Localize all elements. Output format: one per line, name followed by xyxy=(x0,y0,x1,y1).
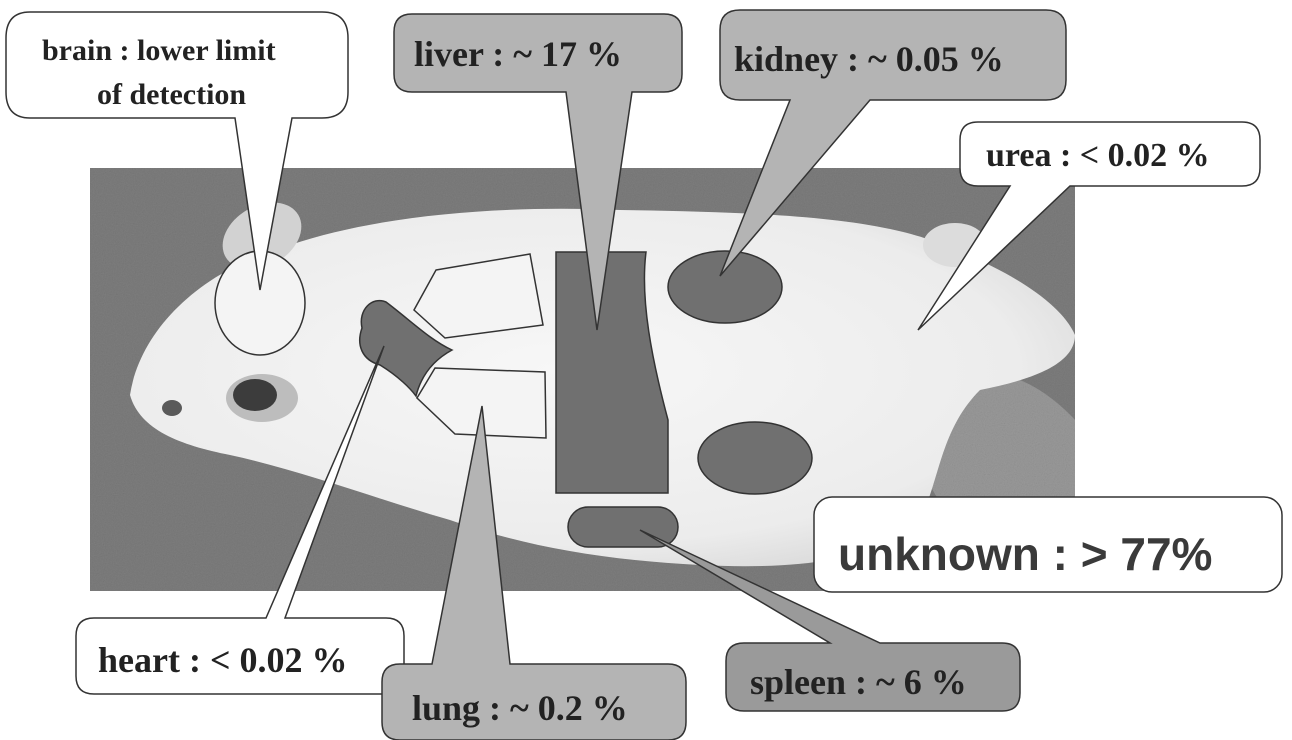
kidney-lower-region xyxy=(698,422,812,494)
heart-label: heart : < 0.02 % xyxy=(98,640,347,680)
unknown-label: unknown : > 77% xyxy=(838,528,1212,580)
mouse-nose xyxy=(162,400,182,416)
brain-label-line2: of detection xyxy=(97,78,246,111)
brain-label-line1: brain : lower limit xyxy=(42,34,276,67)
liver-label: liver : ~ 17 % xyxy=(414,34,622,74)
spleen-label: spleen : ~ 6 % xyxy=(750,662,967,702)
callout-unknown: unknown : > 77% xyxy=(814,497,1282,592)
lung-label: lung : ~ 0.2 % xyxy=(412,688,628,728)
mouse-eye xyxy=(233,379,277,411)
kidney-label: kidney : ~ 0.05 % xyxy=(734,39,1004,79)
urea-label: urea : < 0.02 % xyxy=(986,137,1210,174)
